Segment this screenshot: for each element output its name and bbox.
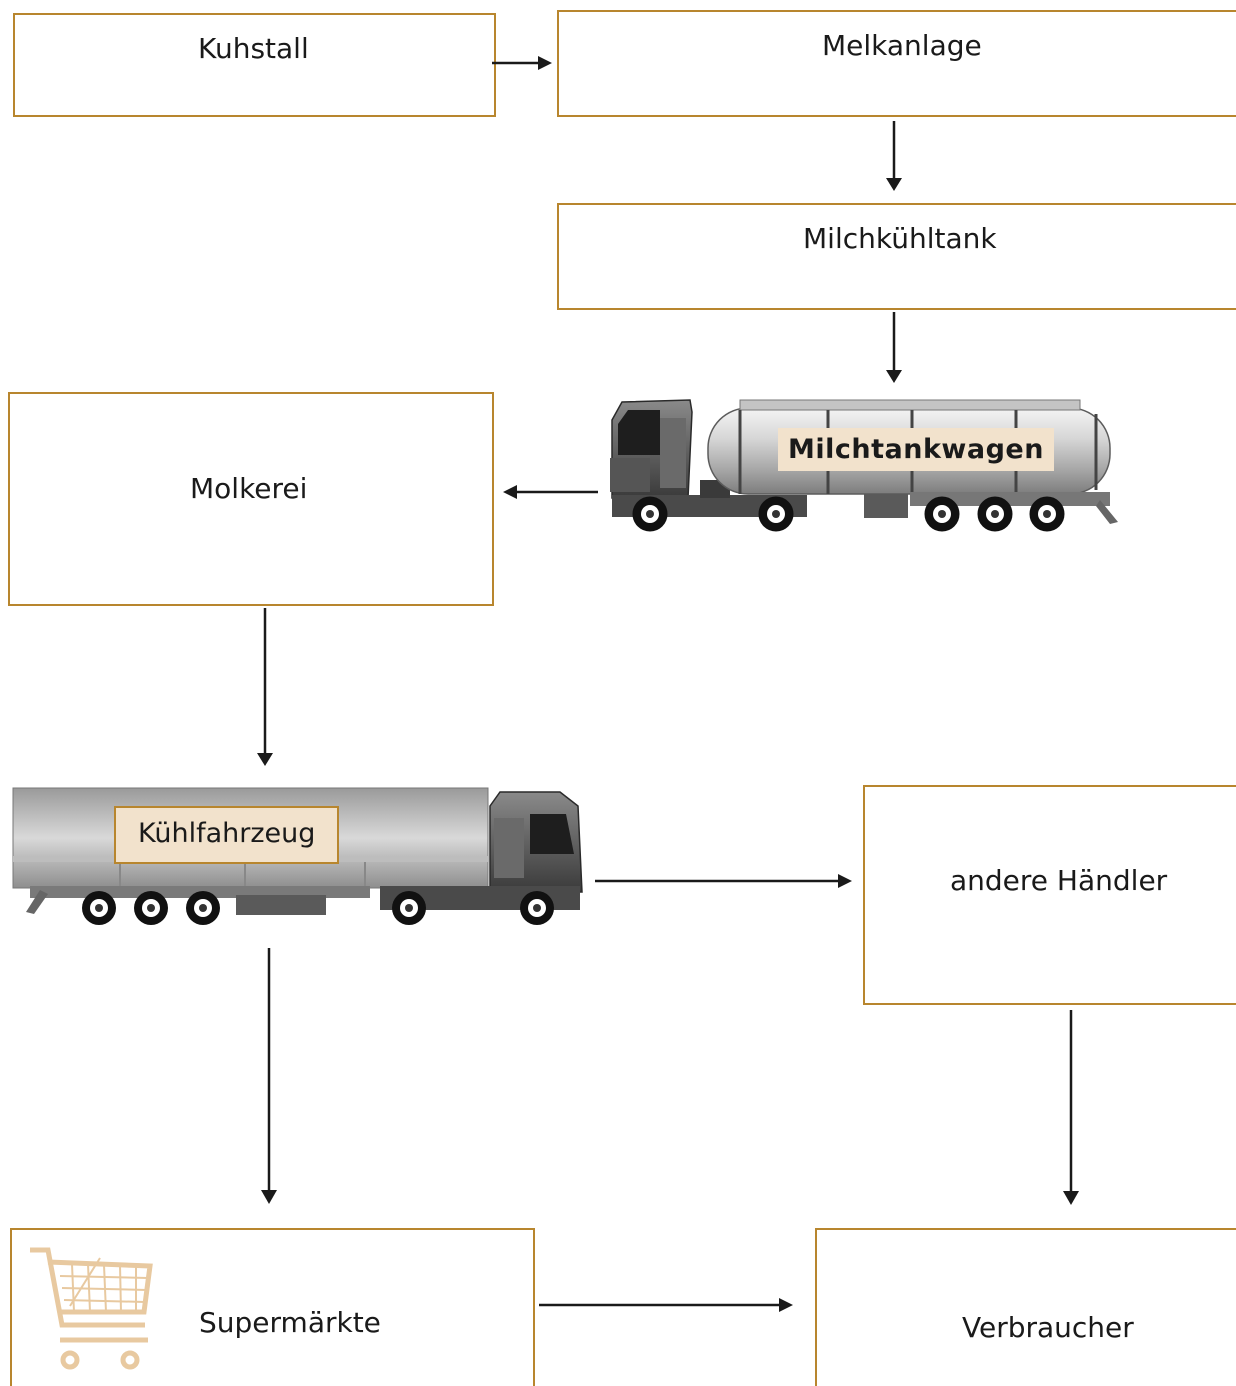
refrigerated-truck-icon bbox=[12, 787, 583, 925]
arrow-kuehlfahrzeug-supermaerkte bbox=[261, 948, 277, 1204]
label-kuhstall: Kuhstall bbox=[198, 32, 309, 65]
label-andere-haendler: andere Händler bbox=[950, 864, 1168, 897]
node-melkanlage bbox=[557, 10, 1236, 117]
arrow-supermaerkte-verbraucher bbox=[539, 1298, 793, 1312]
arrow-melkanlage-milchkuehltank bbox=[886, 121, 902, 191]
label-supermaerkte: Supermärkte bbox=[199, 1306, 381, 1339]
node-milchkuehltank bbox=[557, 203, 1236, 310]
node-andere-haendler bbox=[863, 785, 1236, 1005]
label-kuehlfahrzeug: Kühlfahrzeug bbox=[114, 806, 340, 864]
label-melkanlage: Melkanlage bbox=[822, 29, 982, 62]
label-molkerei: Molkerei bbox=[190, 472, 308, 505]
shopping-cart-icon bbox=[30, 1247, 153, 1370]
label-milchkuehltank: Milchkühltank bbox=[803, 222, 997, 255]
arrow-kuehlfahrzeug-andere-haendler bbox=[595, 874, 852, 888]
arrow-milchkuehltank-milchtankwagen bbox=[886, 312, 902, 383]
label-verbraucher: Verbraucher bbox=[962, 1311, 1134, 1344]
label-milchtankwagen: Milchtankwagen bbox=[778, 428, 1054, 471]
node-supermaerkte bbox=[10, 1228, 535, 1386]
arrow-molkerei-kuehlfahrzeug bbox=[257, 608, 273, 766]
arrow-andere-haendler-verbraucher bbox=[1063, 1010, 1079, 1205]
node-molkerei bbox=[8, 392, 494, 606]
node-kuhstall bbox=[13, 13, 496, 117]
arrow-kuhstall-melkanlage bbox=[492, 56, 552, 70]
arrow-milchtankwagen-molkerei bbox=[503, 485, 598, 499]
node-verbraucher bbox=[815, 1228, 1236, 1386]
